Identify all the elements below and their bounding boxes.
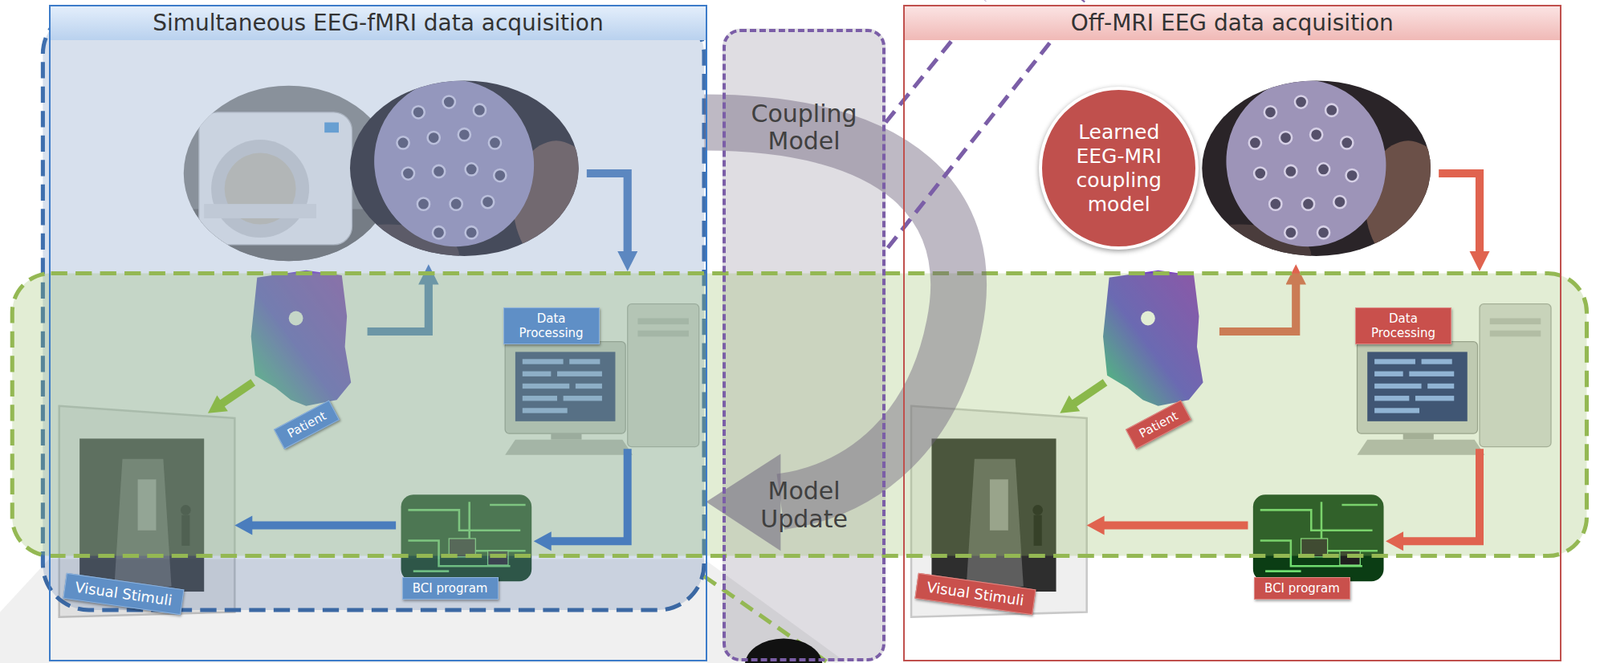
flow-connector: [1385, 448, 1480, 551]
arrow-head: [1087, 516, 1105, 536]
picture-group: Patient: [252, 267, 355, 456]
tag-label: BCI program: [1253, 577, 1351, 600]
picture-group: BCI program: [395, 492, 534, 605]
panel-box: Simultaneous EEG-fMRI data acquisitionPa…: [48, 4, 708, 661]
flow-connector: [1059, 382, 1105, 413]
arrow-head: [533, 531, 552, 551]
connector-line: [220, 382, 253, 404]
picture-group: Visual Stimuli: [907, 413, 1087, 654]
flow-arrow: [1438, 173, 1480, 256]
picture-group: Data Processing: [1351, 301, 1556, 449]
model-circle: Learned EEG-MRI coupling model: [1038, 86, 1200, 250]
connector-line: [1401, 448, 1480, 542]
panel-heading: Off-MRI EEG data acquisition: [904, 6, 1560, 41]
model-label: Learned EEG-MRI coupling model: [1058, 120, 1180, 217]
tag-label: Visual Stimuli: [63, 573, 185, 615]
picture-group: Patient: [1105, 267, 1208, 456]
shadow: [0, 558, 847, 663]
tag-label: Data Processing: [1355, 307, 1452, 345]
panel-heading: Simultaneous EEG-fMRI data acquisition: [50, 6, 706, 41]
flow-connector: [533, 448, 628, 551]
connector-line: [250, 521, 396, 530]
arrow-head: [1385, 531, 1404, 551]
coupling-arrow: [704, 122, 959, 502]
picture-group: Visual Stimuli: [56, 413, 235, 654]
connector-line: [1073, 382, 1106, 404]
arrow-head: [1059, 394, 1080, 413]
arrow-head: [207, 394, 228, 413]
connector-line: [549, 448, 628, 542]
flow-connector: [1087, 516, 1249, 536]
processing-band: [12, 273, 1587, 557]
arrow-head: [234, 516, 253, 536]
flow-connector: [234, 516, 396, 536]
tag-label: Patient: [1125, 399, 1192, 449]
tag-label: Data Processing: [503, 307, 600, 345]
panel-box: Off-MRI EEG data acquisitionLearned EEG-…: [903, 4, 1562, 661]
tag-label: Visual Stimuli: [915, 573, 1037, 615]
connector-line: [1103, 521, 1249, 530]
picture-group: BCI program: [1247, 492, 1386, 605]
arrow-caption: Coupling Model: [725, 100, 883, 156]
arrow-caption: Model Update: [725, 477, 883, 534]
tag-label: BCI program: [402, 577, 499, 600]
coupling-arrow: [704, 122, 959, 551]
flow-connector: [207, 382, 253, 413]
coupling-box: Coupling ModelModel Update: [722, 28, 886, 662]
tag-label: Patient: [273, 399, 340, 449]
picture-group: Data Processing: [500, 301, 705, 449]
